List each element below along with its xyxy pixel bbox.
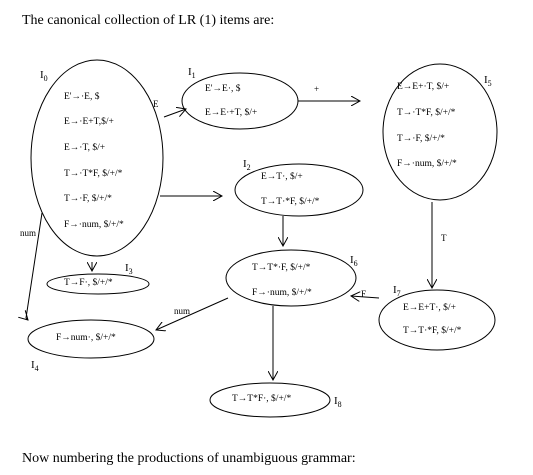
state-i3-ellipse: [46, 273, 150, 295]
state-label-i5: I5: [484, 74, 492, 89]
state-label-i3: I3: [125, 262, 133, 277]
state-label-i0: I0: [40, 69, 48, 84]
state-i0-item: E→·E+T,$/+: [64, 117, 114, 127]
state-label-i4: I4: [31, 359, 39, 374]
arrow-i7-to-i6: [351, 296, 380, 298]
state-i1-ellipse: [181, 72, 299, 130]
state-i6-ellipse: [225, 249, 357, 307]
state-i6-item: T→T*·F, $/+/*: [252, 263, 311, 273]
arrow-i0-to-i1: [163, 109, 186, 118]
state-i0-ellipse: [30, 59, 164, 257]
state-i5-item: T→·T*F, $/+/*: [397, 108, 456, 118]
state-i5-item: F→·num, $/+/*: [397, 159, 457, 169]
state-i0-item: E'→·E, $: [64, 92, 100, 102]
state-i0-item: T→·T*F, $/+/*: [64, 169, 123, 179]
state-i4-item: F→num·, $/+/*: [56, 333, 116, 343]
transition-label-num: num: [174, 306, 191, 316]
state-label-i2: I2: [243, 158, 251, 173]
state-i7-item: E→E+T·, $/+: [403, 303, 456, 313]
state-i7-item: T→T·*F, $/+/*: [403, 326, 462, 336]
state-i0-item: T→·F, $/+/*: [64, 194, 112, 204]
transition-label-num: num: [20, 228, 37, 238]
page-heading: The canonical collection of LR (1) items…: [22, 13, 275, 28]
arrow-i0-to-i4: [26, 212, 43, 320]
state-i1-item: E'→E·, $: [205, 84, 241, 94]
state-i4-ellipse: [27, 319, 155, 359]
state-i5-ellipse: [382, 63, 498, 201]
transition-label-plus: +: [314, 84, 320, 94]
state-i2-item: T→T·*F, $/+/*: [261, 197, 320, 207]
state-i0-item: F→·num, $/+/*: [64, 220, 124, 230]
page-footer-text: Now numbering the productions of unambig…: [22, 451, 356, 466]
state-i2-ellipse: [234, 163, 364, 217]
state-i0-item: E→·T, $/+: [64, 143, 106, 153]
state-i3-item: T→F·, $/+/*: [64, 278, 113, 288]
state-label-i1: I1: [188, 66, 196, 81]
state-i7-ellipse: [378, 289, 496, 351]
transition-label-e: E: [153, 99, 159, 109]
state-i5-item: T→·F, $/+/*: [397, 134, 445, 144]
state-i8-ellipse: [209, 382, 331, 418]
state-label-i8: I8: [334, 395, 342, 410]
state-label-i6: I6: [350, 254, 358, 269]
state-i6-item: F→·num, $/+/*: [252, 288, 312, 298]
state-i8-item: T→T*F·, $/+/*: [232, 394, 292, 404]
state-i5-item: E→E+·T, $/+: [397, 82, 450, 92]
transition-label-t: T: [441, 233, 447, 243]
arrow-i6-to-i4: [156, 297, 229, 330]
transition-label-f: F: [361, 289, 367, 299]
state-i2-item: E→T·, $/+: [261, 172, 303, 182]
state-label-i7: I7: [393, 284, 401, 299]
state-i1-item: E→E·+T, $/+: [205, 108, 258, 118]
